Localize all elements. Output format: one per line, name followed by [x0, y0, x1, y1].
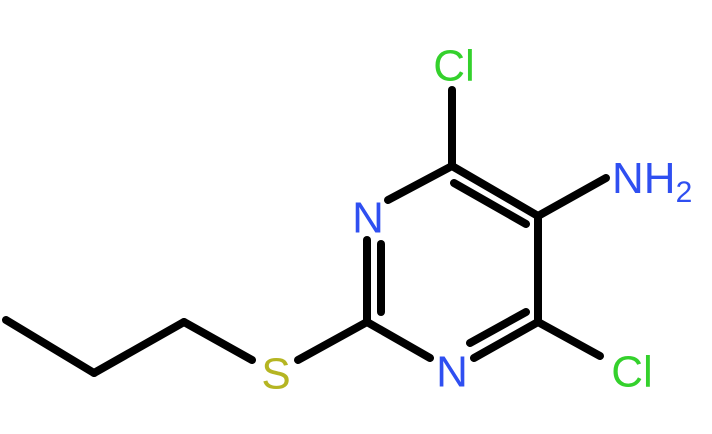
bond-c6-n-lower-double — [466, 308, 530, 347]
atom-nh2-subscript: 2 — [676, 176, 693, 209]
bond-c6-n-lower — [470, 318, 542, 362]
atom-n-upper: N — [352, 194, 384, 243]
bond-c5-nh2 — [534, 174, 610, 220]
bond-c4-c5-double — [450, 179, 530, 228]
atom-nh2-main: NH — [612, 154, 676, 203]
bond-n-lower-c2ring — [363, 318, 434, 362]
bond-c2-c3 — [90, 318, 188, 377]
atom-cl-top: Cl — [433, 42, 475, 91]
atom-labels: Cl N S N Cl NH2 — [261, 42, 692, 399]
bond-s-c2ring — [294, 318, 371, 364]
atom-cl-bottom: Cl — [611, 348, 653, 397]
bond-c6-cl-bottom — [534, 318, 604, 360]
bond-c4-c5 — [448, 162, 542, 220]
atom-n-lower: N — [436, 348, 468, 397]
bonds — [2, 86, 610, 377]
atom-nh2: NH2 — [612, 154, 692, 209]
bond-c3-s — [180, 318, 256, 364]
bond-n-upper-c4 — [384, 162, 456, 204]
bond-c1-c2 — [2, 316, 98, 377]
atom-s: S — [261, 350, 290, 399]
